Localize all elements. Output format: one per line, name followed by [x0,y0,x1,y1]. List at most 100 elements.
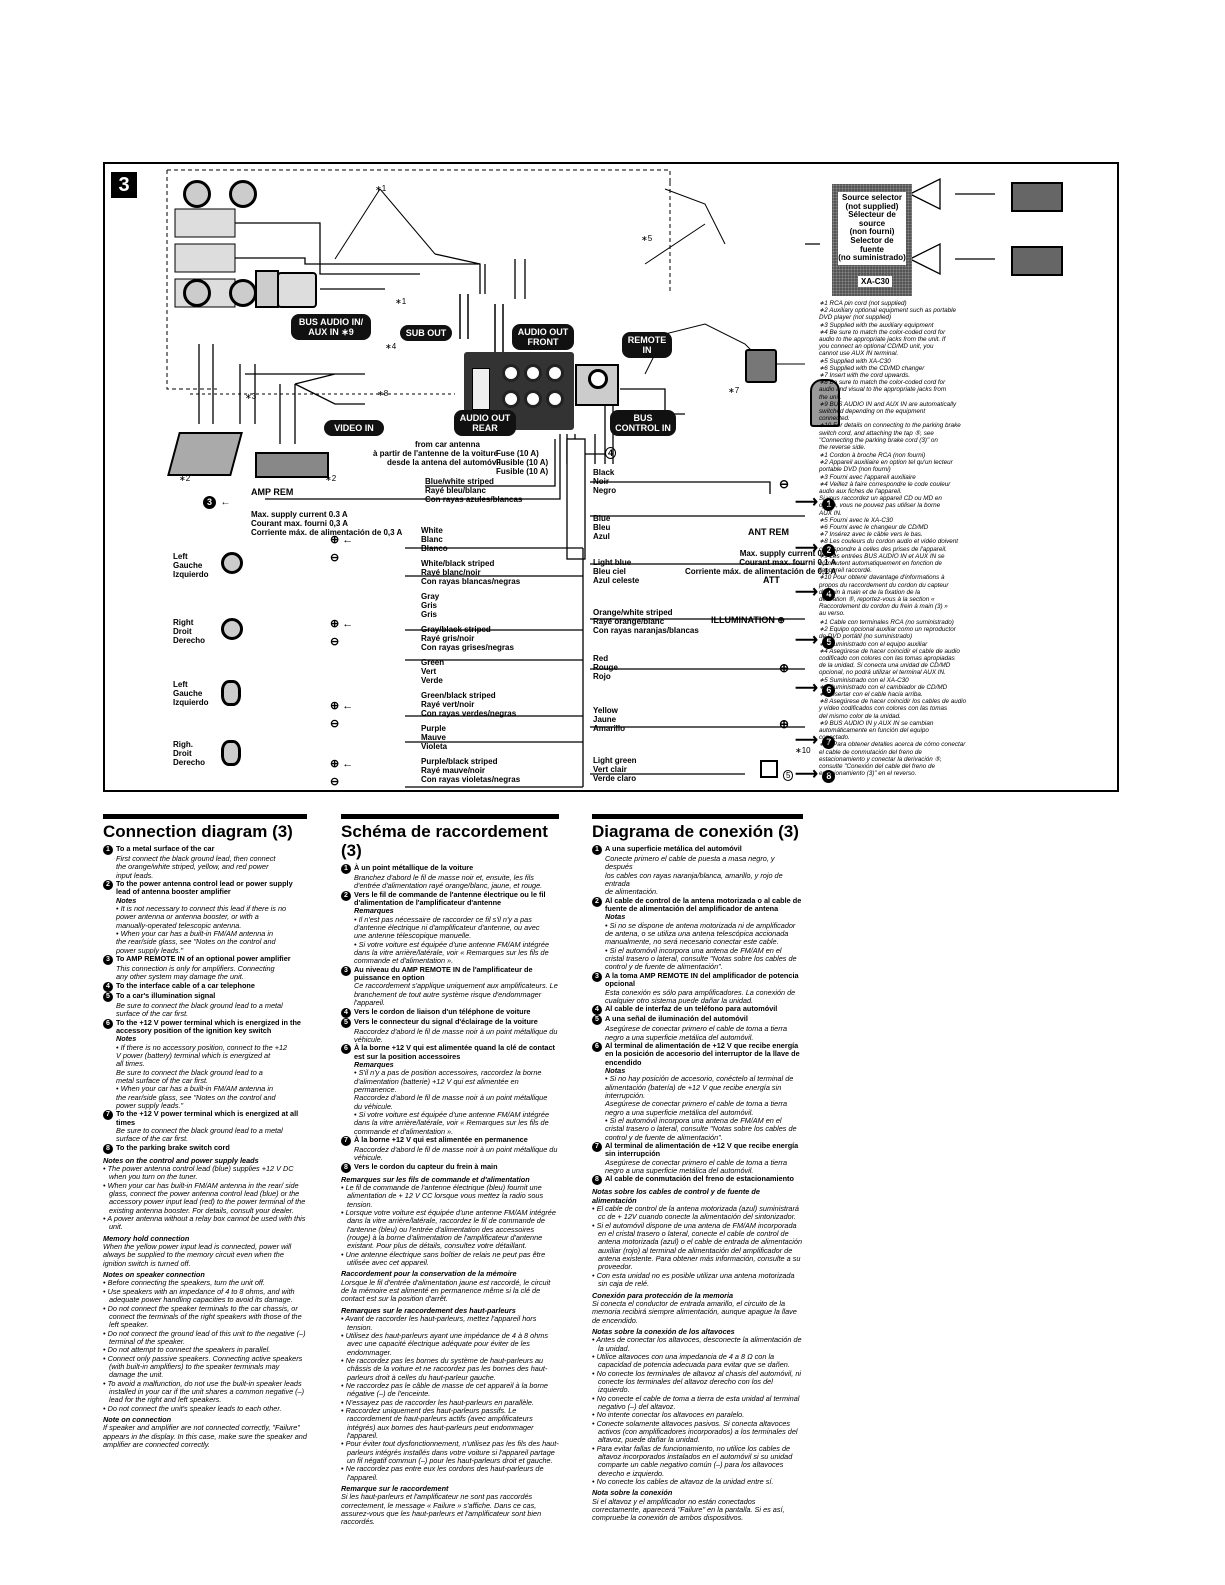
note-marker-1: ∗1 [395,297,407,306]
footnote-line: the unit. [819,393,842,401]
footnote-line: ∗7 Insérez avec le câble vers le bas. [819,531,923,539]
note-line: interrupción. [605,1090,646,1100]
paragraph: Si el altavoz y el amplificador no están… [592,1496,785,1523]
note-line: de antena, o se utiliza una antena teles… [605,929,789,939]
bullet-paragraph: • Une antenne électrique sans boîtier de… [341,1249,546,1268]
bullet-paragraph: • Conecte solamente altavoces pasivos. S… [592,1418,798,1445]
subwoofer-icon [277,272,317,308]
instruction-body-line: Asegúrese de conectar primero el cable d… [605,1024,788,1034]
cd-changer-icon [1011,182,1063,212]
fuse-label-group: Fuse (10 A) Fusible (10 A) Fusible (10 A… [496,449,548,476]
bullet-paragraph: • Do not connect the unit's speaker lead… [103,1403,282,1413]
english-title: Connection diagram (3) [103,822,293,841]
footnote-line: ∗1 RCA pin cord (not supplied) [819,300,907,307]
att-terminal: ATT [763,575,780,585]
output-callout-2: ⟶ 2 [795,538,836,558]
note-line: • Si votre voiture est équipée d'une ant… [354,1109,549,1119]
step-number-badge: 8 [341,1162,351,1173]
note-line: the rear/side glass, see "Notes on the c… [116,1092,276,1102]
antenna-label-es: desde la antena del automóvil [387,458,501,467]
footnote-line: de frein à main et de la fixation de la [819,588,921,596]
bullet-paragraph: • Ne raccordez pas les bornes du système… [341,1355,548,1382]
note-line: manually-operated telescopic antenna. [116,920,242,930]
footnote-line: conectado. [819,734,850,742]
footnote-line: ∗1 Cable con terminales RCA (no suminist… [819,619,954,626]
antenna-label-fr: à partir de l'antenne de la voiture [373,449,499,458]
bullet-paragraph: • Le fil de commande de l'antenne électr… [341,1183,544,1209]
step-number-badge: 1 [341,864,351,874]
source-selector-box: Source selector (not supplied) Sélecteur… [832,184,912,296]
footnotes-english: ∗1 RCA pin cord (not supplied)∗2 Auxilia… [819,300,961,451]
note-line: d'alimentation (batterie) +12 V qui est … [354,1076,519,1086]
note-marker-10: ∗10 [795,746,811,755]
note-line: the rear/side glass, see "Notes on the c… [116,937,276,947]
note-line: all times. [116,1059,145,1069]
instruction-body-line: Branchez d'abord le fil de masse noir et… [354,873,534,882]
step-number-badge: 2 [341,890,351,901]
note-line: • It is not necessary to connect this le… [116,904,287,914]
notes-heading: Notas [605,1065,626,1075]
step-number-badge: 6 [103,1018,113,1029]
bullet-paragraph: • Ne raccordez pas le câble de masse de … [341,1380,548,1399]
note-line: dans la vitre arrière/latérale, voir « R… [354,948,549,958]
callout-3: 3 [203,496,216,509]
instruction-body-line: First connect the black ground lead, the… [116,854,276,863]
footnote-line: ∗10 Pour obtenir davantage d'information… [819,574,945,582]
step-number-badge: 3 [341,965,351,976]
footnote-line: el cable de conmutación del freno de [819,748,922,756]
footnote-line: portable DVD (non fourni) [819,466,891,474]
wire-label-es: Con rayas azules/blancas [425,495,523,504]
step-number-badge: 5 [341,1017,351,1028]
xa-c30-label: XA-C30 [858,276,893,287]
note-line: • Si el automóvil incorpora una antena d… [605,1115,782,1125]
parking-brake-tap-icon [760,760,778,778]
step-number-badge: 8 [592,1175,602,1186]
bullet-paragraph: • Lorsque votre voiture est équipée d'un… [341,1208,556,1251]
note-line: metal surface of the car first. [116,1075,209,1085]
bus-control-connector-icon [588,369,608,389]
footnote-line: Si vous raccordez un appareil CD ou MD e… [819,495,942,503]
remote-commander-icon [810,379,840,427]
spanish-title: Diagrama de conexión (3) [592,822,799,841]
supply-en: Max. supply current 0.3 A [251,510,348,519]
amplifier-speaker-icon [229,180,257,208]
note-line: power supply leads." [116,945,184,955]
bullet-paragraph: • Use speakers with an impedance of 4 to… [103,1286,295,1305]
subsection-heading: Nota sobre la conexión [592,1488,673,1498]
wiring-lines [166,169,995,788]
note-line: cristal trasero o lateral, consulte "Not… [605,1124,797,1134]
plus-minus-mark: ⊕ ←⊖ [330,758,354,788]
plus-minus-mark: ⊕ ←⊖ [330,534,354,564]
paragraph: Si les haut-parleurs et l'amplificateur … [341,1492,542,1527]
instruction-body-line: Conecte primero el cable de puesta a mas… [605,854,775,872]
bullet-paragraph: • Utilice altavoces con una impedancia d… [592,1351,790,1370]
amp-supply-label: Max. supply current 0.3 A Courant max. f… [251,510,402,537]
instruction-body-line: negro a una superficie metálica del auto… [605,1166,754,1176]
note-marker-2: ∗2 [179,474,191,483]
footnote-line: ∗8 Les couleurs du cordon audio et vidéo… [819,538,959,546]
footnote-line: correspondre à celles des prises de l'ap… [819,545,947,553]
instruction-text: Au niveau du AMP REMOTE IN de l'amplific… [354,964,533,983]
step-number-badge: 2 [592,896,602,907]
label-audio-out-front: AUDIO OUT FRONT [512,324,574,350]
battery-terminal: ⊕ [779,717,790,731]
footnotes-spanish: ∗1 Cable con terminales RCA (no suminist… [819,619,966,777]
footnote-line: ∗4 Veillez à faire correspondre le code … [819,480,951,488]
step-number-badge: 5 [103,991,113,1002]
note-marker-8: ∗8 [377,389,389,398]
footnote-line: ∗8 Be sure to match the color-coded cord… [819,379,946,387]
harness-tap-4: 4 [605,447,617,459]
bullet-paragraph: • Con esta unidad no es posible utilizar… [592,1270,795,1289]
